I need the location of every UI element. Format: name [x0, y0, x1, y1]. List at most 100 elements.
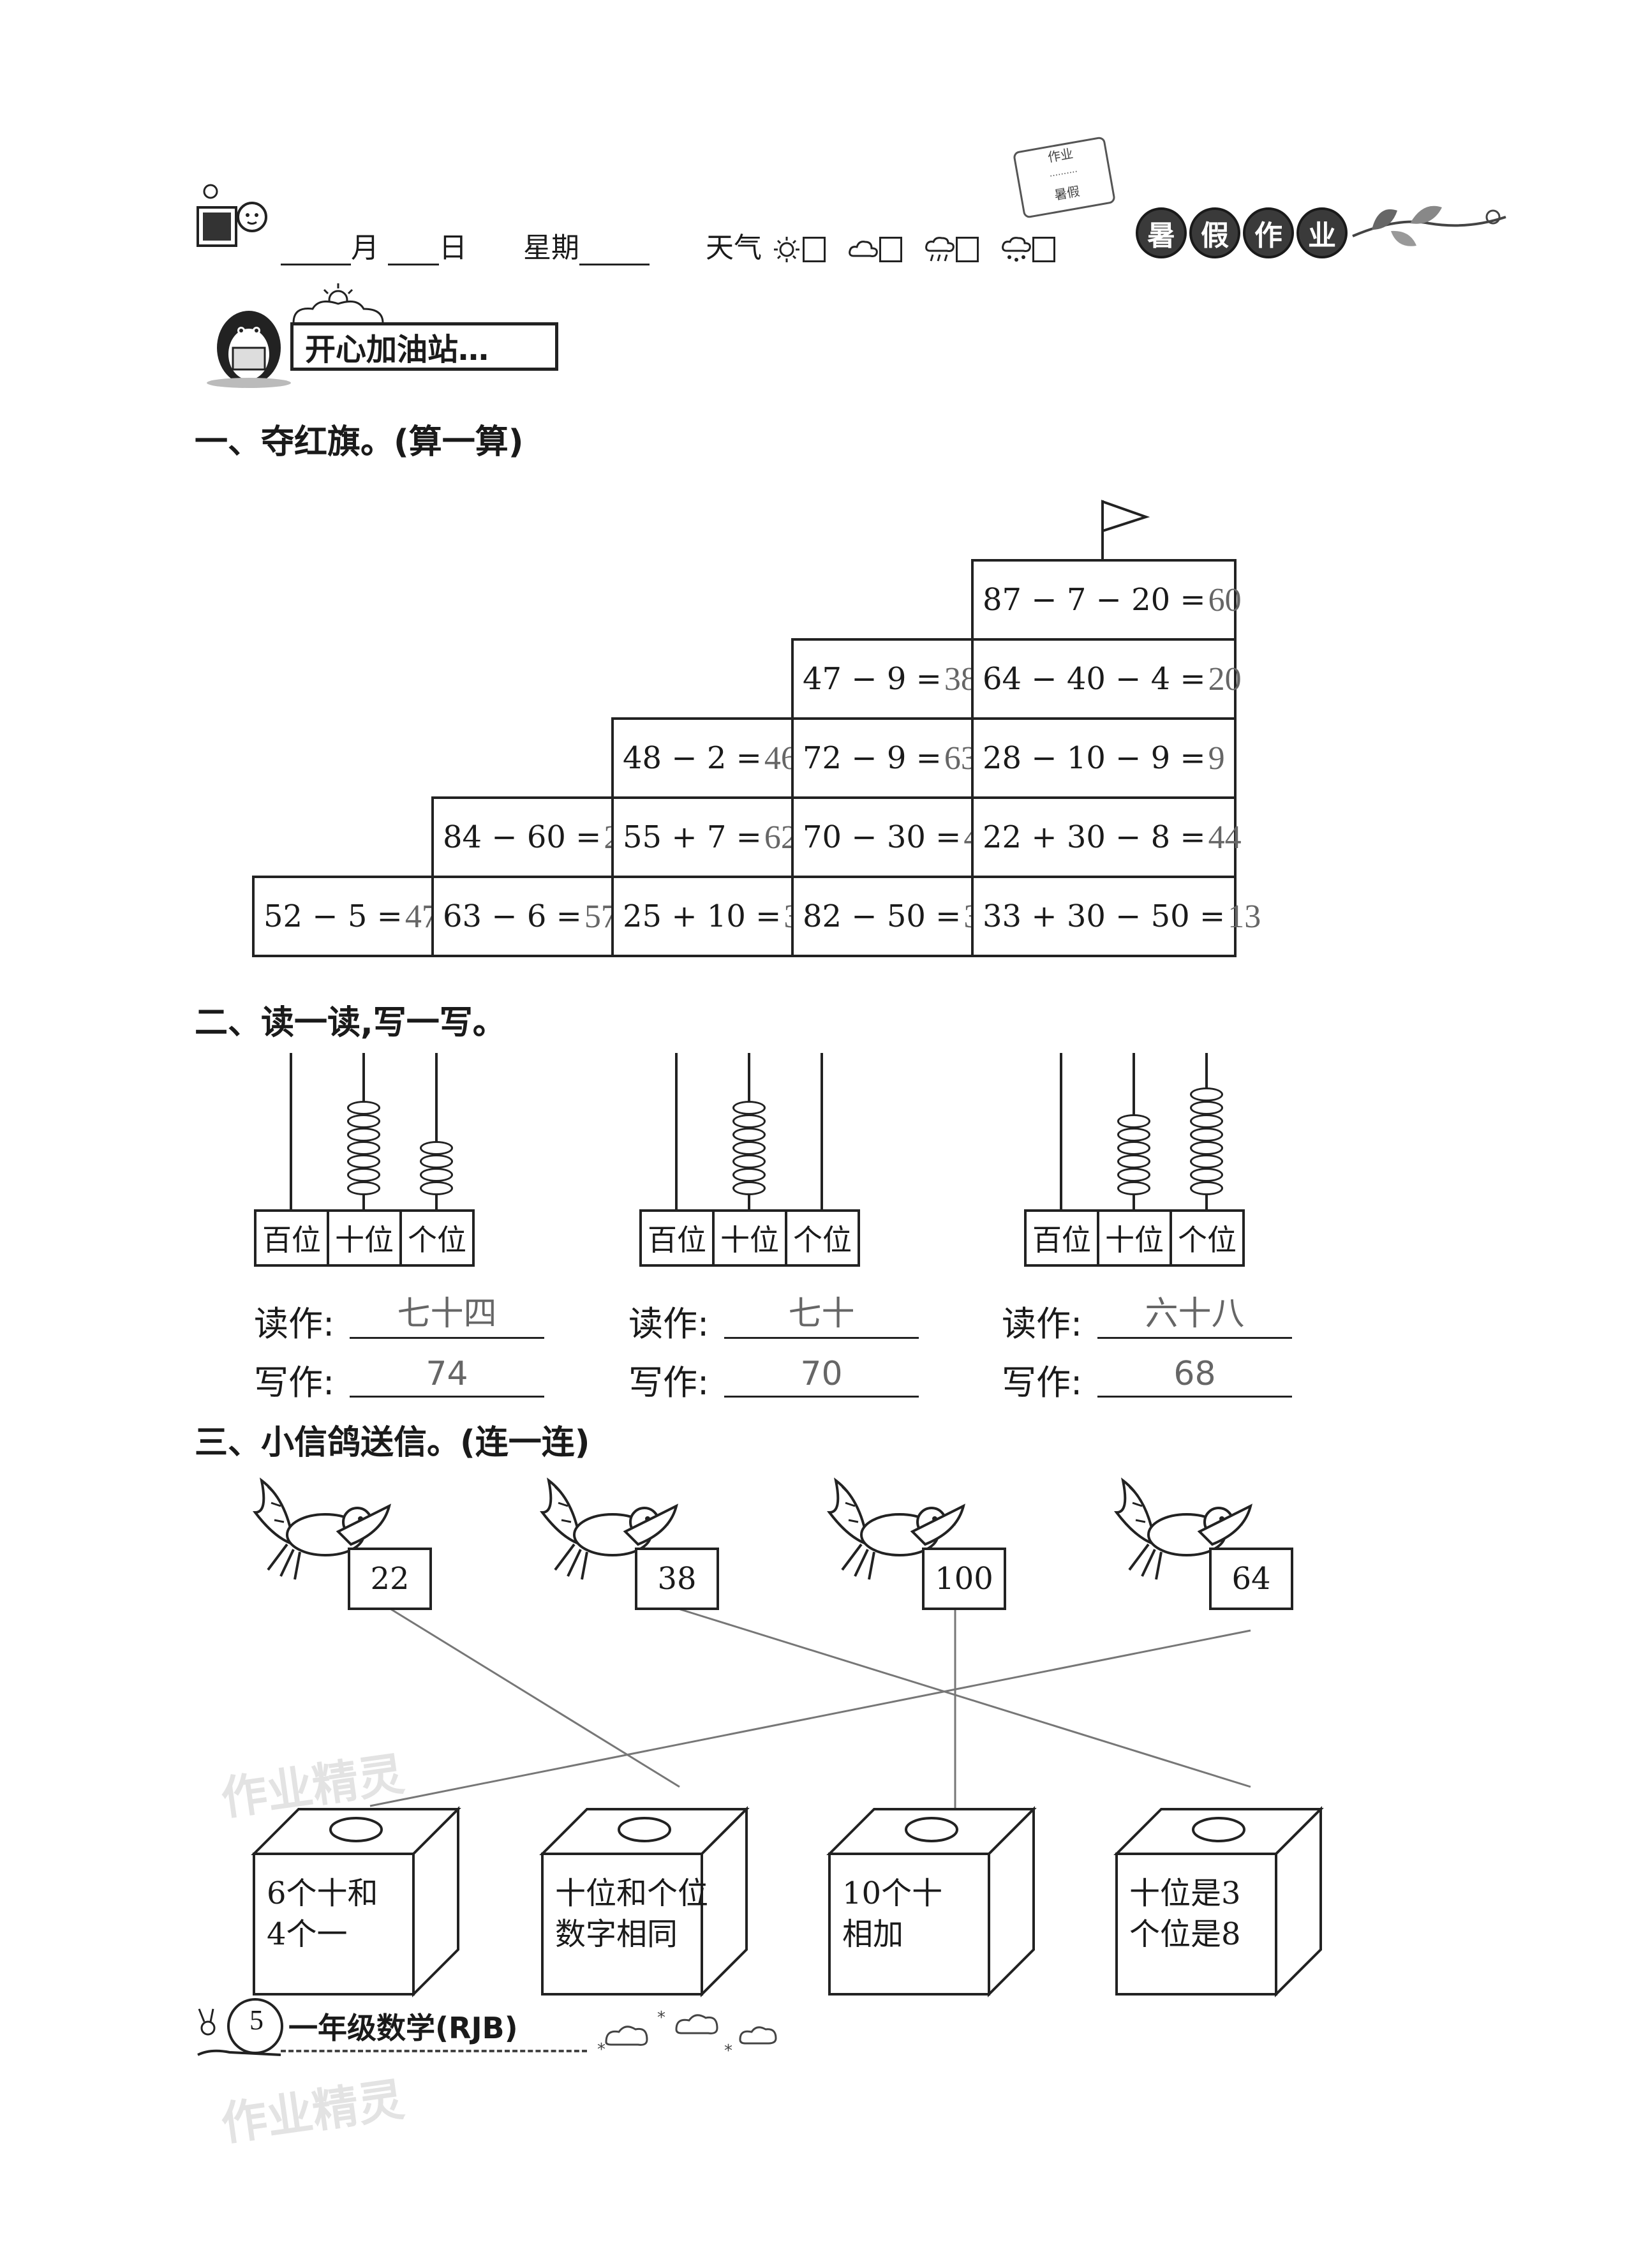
section1-title: 一、夺红旗。(算一算): [195, 423, 524, 461]
badge-char: 暑: [1136, 207, 1187, 258]
place-label: 百位: [1024, 1209, 1099, 1267]
weather-snow-checkbox[interactable]: [1032, 237, 1055, 262]
letter-number[interactable]: 38: [635, 1548, 719, 1610]
rain-icon: [924, 235, 956, 264]
letter-number[interactable]: 64: [1209, 1548, 1293, 1610]
abacus-rod: [435, 1053, 438, 1209]
abacus-bead: [1190, 1181, 1223, 1195]
badge-char: 作: [1243, 207, 1294, 258]
snow-icon: [1000, 235, 1032, 264]
abacus-bead: [1190, 1154, 1223, 1168]
abacus-bead: [420, 1168, 453, 1182]
abacus-rod: [1060, 1053, 1062, 1209]
equation-expr: 63 − 6 =: [443, 899, 582, 934]
weather-sun-checkbox[interactable]: [803, 237, 826, 262]
abacus-bead: [1190, 1168, 1223, 1182]
equation-answer[interactable]: 44: [1208, 819, 1242, 856]
badge-char: 假: [1189, 207, 1240, 258]
place-value-labels: 百位十位个位: [639, 1209, 860, 1267]
write-label: 写作:: [628, 1362, 709, 1403]
write-answer[interactable]: 74: [350, 1355, 544, 1398]
abacus-rod: [821, 1053, 823, 1209]
svg-text:*: *: [724, 2041, 732, 2061]
equation-answer[interactable]: 20: [1208, 660, 1242, 698]
equation-cell: 72 − 9 =63: [791, 717, 977, 799]
equation-expr: 28 − 10 − 9 =: [983, 740, 1206, 776]
sun-icon: [771, 235, 803, 264]
abacus-bead: [1117, 1141, 1150, 1155]
letter-number[interactable]: 100: [922, 1548, 1006, 1610]
write-answer[interactable]: 70: [724, 1355, 919, 1398]
abacus-bead: [732, 1101, 766, 1115]
equation-answer[interactable]: 9: [1208, 740, 1225, 777]
day-label: 日: [439, 232, 467, 264]
weekday-blank[interactable]: [579, 238, 650, 265]
summer-homework-badge: 暑 假 作 业: [1136, 207, 1348, 258]
equation-cell: 84 − 60 =24: [431, 796, 637, 878]
place-value-labels: 百位十位个位: [254, 1209, 475, 1267]
mailbox-clue-line: 数字相同: [555, 1916, 678, 1952]
connect-line-64[interactable]: [369, 1629, 1251, 1807]
equation-expr: 52 − 5 =: [264, 899, 403, 934]
connect-line-38[interactable]: [676, 1607, 1251, 1788]
mailbox-clue: 10个十相加: [842, 1873, 942, 1955]
abacus-bead: [347, 1101, 380, 1115]
mailbox[interactable]: [539, 1806, 750, 1997]
equation-expr: 48 − 2 =: [623, 740, 762, 776]
page-number: 5: [249, 2004, 264, 2036]
write-answer[interactable]: 68: [1097, 1355, 1292, 1398]
abacus-bead: [420, 1181, 453, 1195]
banner-title-box: 开心加油站…: [290, 322, 558, 371]
abacus-bead: [1190, 1087, 1223, 1101]
abacus-bead: [420, 1154, 453, 1168]
equation-expr: 47 − 9 =: [803, 661, 942, 697]
day-blank[interactable]: [388, 238, 439, 265]
read-label: 读作:: [1002, 1304, 1083, 1344]
abacus-bead: [420, 1141, 453, 1155]
abacus-bead: [347, 1168, 380, 1182]
badge-char: 业: [1296, 207, 1348, 258]
abacus-bead: [732, 1154, 766, 1168]
mailbox[interactable]: [826, 1806, 1037, 1997]
mailbox[interactable]: [1113, 1806, 1324, 1997]
penguin-icon: [204, 287, 293, 389]
weather-cloud-checkbox[interactable]: [879, 237, 902, 262]
abacus-bead: [732, 1181, 766, 1195]
equation-expr: 22 + 30 − 8 =: [983, 819, 1206, 855]
read-answer[interactable]: 七十四: [350, 1295, 544, 1339]
abacus-bead: [347, 1141, 380, 1155]
abacus-bead: [347, 1181, 380, 1195]
place-label: 个位: [399, 1209, 475, 1267]
abacus-bead: [732, 1114, 766, 1128]
place-label: 个位: [1170, 1209, 1245, 1267]
abacus-bead: [1117, 1154, 1150, 1168]
abacus-bead: [1117, 1181, 1150, 1195]
month-blank[interactable]: [281, 238, 351, 265]
read-answer[interactable]: 七十: [724, 1295, 919, 1339]
connect-line-22[interactable]: [389, 1607, 680, 1788]
month-label: 月: [351, 232, 379, 264]
equation-answer[interactable]: 60: [1208, 581, 1242, 618]
equation-answer[interactable]: 13: [1228, 898, 1261, 935]
equation-cell: 47 − 9 =38: [791, 638, 977, 720]
mailbox-clue-line: 10个十: [842, 1876, 943, 1911]
read-label: 读作:: [628, 1304, 709, 1344]
equation-expr: 25 + 10 =: [623, 899, 782, 934]
place-label: 百位: [639, 1209, 715, 1267]
abacus-bead: [1190, 1128, 1223, 1142]
abacus-bead: [732, 1141, 766, 1155]
letter-number[interactable]: 22: [348, 1548, 432, 1610]
mailbox[interactable]: [251, 1806, 461, 1997]
svg-text:*: *: [657, 2008, 665, 2027]
abacus-bead: [1117, 1114, 1150, 1128]
footer-decoration-icon: ***: [593, 2004, 785, 2064]
mailbox-clue-line: 相加: [842, 1916, 904, 1952]
write-label: 写作:: [1002, 1362, 1083, 1403]
weather-rain-checkbox[interactable]: [956, 237, 979, 262]
read-answer[interactable]: 六十八: [1097, 1295, 1292, 1339]
equation-cell: 52 − 5 =47: [252, 876, 438, 957]
equation-expr: 82 − 50 =: [803, 899, 962, 934]
